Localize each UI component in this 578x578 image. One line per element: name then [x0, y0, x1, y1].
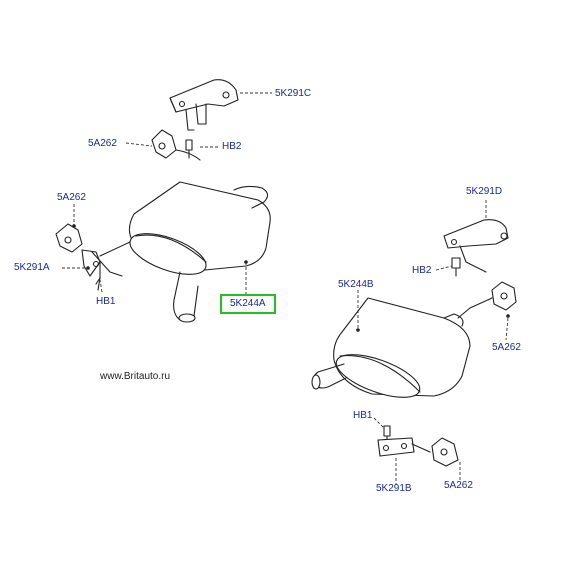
label-5k291b: 5K291B: [376, 483, 412, 494]
leader-lines: [62, 92, 509, 484]
label-5k291d: 5K291D: [466, 186, 503, 197]
label-hb1-left: HB1: [96, 296, 116, 307]
bracket-5k291a-part: [55, 223, 123, 291]
silencer-5k244a-part: [99, 181, 271, 323]
label-5a262-left: 5A262: [57, 192, 86, 203]
hanger-5a262-bottom-part: [431, 437, 459, 467]
label-5a262-bottom: 5A262: [444, 480, 473, 491]
hanger-5a262-top-part: [151, 129, 201, 161]
bolt-hb2-top-part: [185, 139, 193, 159]
label-hb1-bottom: HB1: [353, 410, 373, 421]
bolt-hb2-right-part: [451, 257, 461, 277]
bracket-5k291b-part: [377, 425, 431, 457]
leader-dots: [72, 224, 510, 332]
silencer-5k244b-part: [311, 297, 471, 398]
label-5a262-right: 5A262: [492, 342, 521, 353]
watermark: www.Britauto.ru: [100, 371, 171, 382]
hanger-5a262-right-part: [457, 281, 517, 319]
label-5k244b: 5K244B: [338, 279, 374, 290]
label-hb2-right: HB2: [412, 265, 432, 276]
label-5k291a: 5K291A: [14, 262, 50, 273]
label-5k244a-highlighted[interactable]: 5K244A: [220, 294, 276, 314]
bracket-5k291c-part: [169, 79, 239, 131]
label-hb2-top: HB2: [222, 141, 242, 152]
bracket-5k291d-part: [443, 219, 509, 273]
label-5k291c: 5K291C: [275, 88, 312, 99]
label-5a262-top: 5A262: [88, 138, 117, 149]
